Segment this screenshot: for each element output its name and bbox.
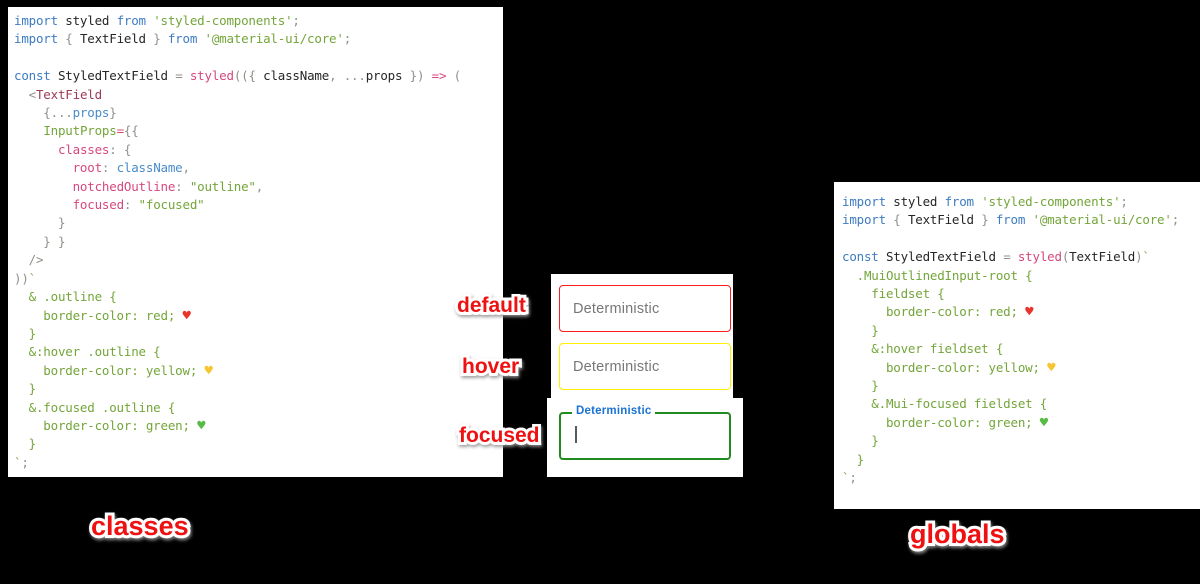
code-line: ))` [14,270,36,286]
label-default: default [457,294,526,318]
code-line: & .outline { [14,289,117,305]
textfield-hover[interactable]: Deterministic [559,343,731,390]
code-line: &:hover fieldset { [842,341,1004,357]
code-line: import styled from 'styled-components'; [842,194,1128,209]
textfield-hover-placeholder: Deterministic [573,358,660,375]
code-line: const StyledTextField = styled(TextField… [842,249,1150,265]
code-line: &.focused .outline { [14,399,176,415]
textfield-default[interactable]: Deterministic [559,285,731,332]
caption-globals: globals [910,519,1005,550]
code-panel-classes: import styled from 'styled-components'; i… [8,7,503,477]
code-panel-globals: import styled from 'styled-components'; i… [834,182,1200,509]
code-line: } [842,378,879,394]
code-line: } } [14,233,66,249]
code-line: } [14,215,66,231]
textfield-default-placeholder: Deterministic [573,300,660,317]
code-line: root: className, [72,160,190,176]
code-line: } [14,325,37,341]
text-cursor-icon [575,426,577,443]
heart-icon: ♥ [182,307,191,324]
code-line: } [842,433,879,449]
code-line: fieldset { [842,286,945,302]
code-line: border-color: yellow; ♥ [842,359,1056,376]
code-line: <TextField [14,86,102,102]
code-line: focused: "focused" [72,197,205,213]
code-line: } [842,322,879,338]
code-line [842,230,1200,248]
code-line: &:hover .outline { [14,344,161,360]
code-line: &.Mui-focused fieldset { [842,396,1048,412]
code-line: InputProps={{ [43,123,139,139]
heart-icon: ♥ [1025,304,1034,321]
textfield-focused[interactable]: Deterministic [559,405,731,460]
label-focused: focused [459,424,540,448]
heart-icon: ♥ [197,417,206,434]
textfield-focused-label: Deterministic [572,405,656,417]
heart-icon: ♥ [204,362,213,379]
code-line: import { TextField } from '@material-ui/… [14,31,352,47]
code-line: `; [842,470,857,486]
code-line: `; [14,454,29,470]
code-line: const StyledTextField = styled(({ classN… [14,68,461,84]
heart-icon: ♥ [1039,414,1049,431]
code-line: import { TextField } from '@material-ui/… [842,212,1180,228]
code-line: import styled from 'styled-components'; [14,13,300,28]
code-line: border-color: green; ♥ [14,417,206,434]
code-line: } [842,451,865,467]
label-hover: hover [462,355,519,379]
code-line: notchedOutline: "outline", [72,178,264,194]
code-line: /> [14,252,44,268]
code-line: {...props} [14,105,117,121]
code-line: border-color: green; ♥ [842,414,1049,431]
code-line: } [14,436,37,452]
heart-icon: ♥ [1047,359,1056,376]
code-line: } [14,381,37,397]
code-line: border-color: yellow; ♥ [14,362,213,379]
code-line: .MuiOutlinedInput-root { [842,267,1033,283]
code-line: classes: { [57,141,132,157]
code-line: border-color: red; ♥ [14,307,191,324]
caption-classes: classes [91,511,189,542]
code-line [14,49,503,67]
code-line: border-color: red; ♥ [842,304,1034,321]
